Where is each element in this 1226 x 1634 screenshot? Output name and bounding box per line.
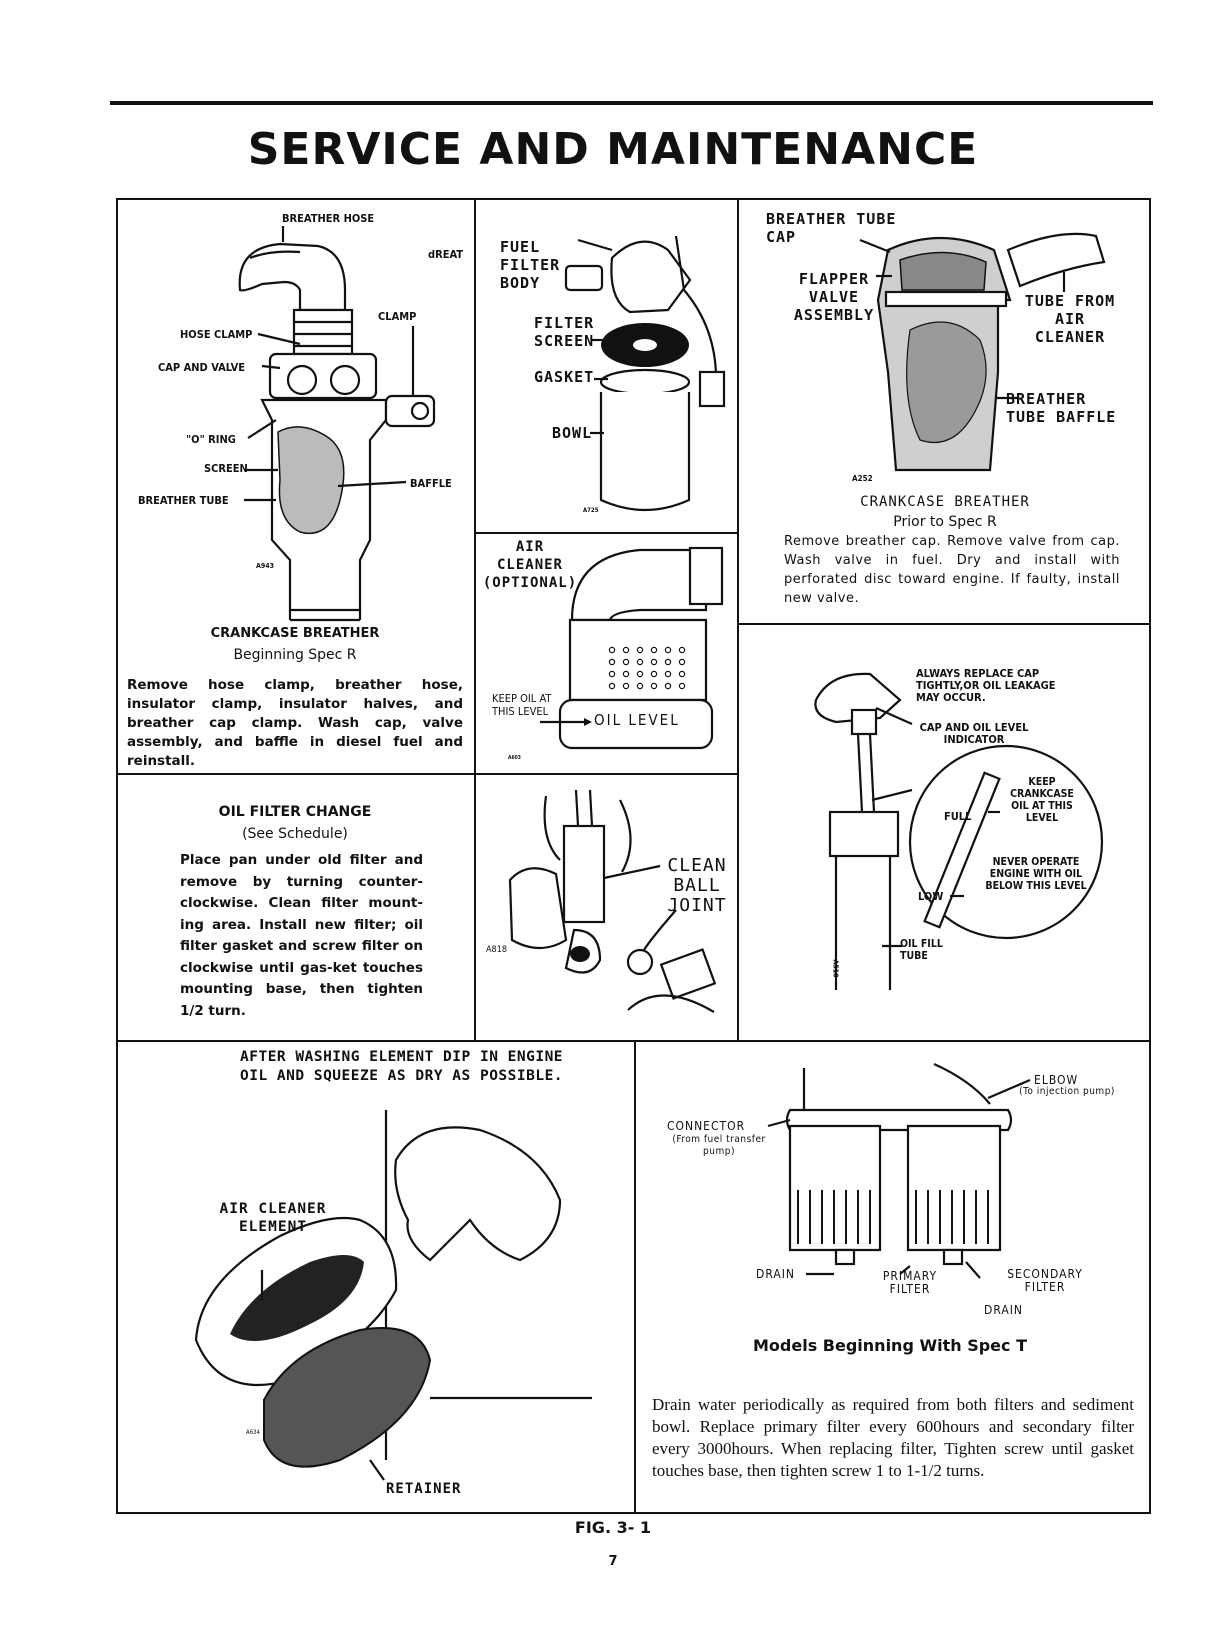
- grid-line: [737, 198, 739, 1042]
- fuel-filters-caption: Models Beginning With Spec T: [753, 1336, 1027, 1355]
- label-connector-sub: (From fuel transfer pump): [672, 1134, 766, 1157]
- label-cap-and-oil-level-indicator: CAP AND OIL LEVEL INDICATOR: [919, 721, 1029, 746]
- figure-code: A603: [508, 755, 521, 761]
- top-rule: [110, 101, 1153, 105]
- label-bowl: BOWL: [552, 424, 593, 442]
- label-gasket: GASKET: [534, 368, 595, 386]
- label-always-replace-cap: ALWAYS REPLACE CAP TIGHTLY,OR OIL LEAKAG…: [916, 667, 1056, 704]
- label-connector: CONNECTOR: [667, 1119, 746, 1133]
- figure-label: FIG. 3- 1: [574, 1518, 652, 1537]
- figure-frame: [116, 198, 1151, 1514]
- label-breather-tube-cap: BREATHER TUBE CAP: [766, 210, 897, 246]
- oil-filter-text: Place pan under old filter and remove by…: [180, 852, 423, 1019]
- label-full: FULL: [944, 810, 972, 823]
- label-drain-left: DRAIN: [756, 1267, 795, 1281]
- label-screen: SCREEN: [204, 462, 248, 475]
- label-dreat: dREAT: [428, 248, 464, 261]
- label-drain-right: DRAIN: [984, 1303, 1023, 1317]
- label-air-cleaner-optional: AIR CLEANER (OPTIONAL): [482, 539, 578, 591]
- grid-line: [737, 623, 1151, 625]
- caption-sub: Prior to Spec R: [893, 514, 997, 530]
- label-breather-tube: BREATHER TUBE: [138, 494, 229, 507]
- caption-sub: Beginning Spec R: [233, 647, 357, 663]
- oil-filter-title: OIL FILTER CHANGE: [218, 804, 372, 820]
- figure-code: A634: [246, 1429, 260, 1436]
- figure-code: A818: [486, 945, 507, 955]
- label-flapper-valve: FLAPPER VALVE ASSEMBLY: [793, 270, 875, 324]
- label-clean-ball-joint: CLEAN BALL JOINT: [667, 855, 727, 916]
- grid-line: [474, 198, 476, 1042]
- page-title: SERVICE AND MAINTENANCE: [247, 124, 979, 175]
- label-low: LOW: [918, 890, 944, 903]
- element-instruction: AFTER WASHING ELEMENT DIP IN ENGINE OIL …: [240, 1049, 564, 1084]
- label-clamp: CLAMP: [378, 310, 417, 323]
- label-cap-and-valve: CAP AND VALVE: [158, 361, 246, 374]
- label-elbow-sub: (To injection pump): [1019, 1086, 1115, 1097]
- label-secondary-filter: SECONDARY FILTER: [1007, 1267, 1083, 1294]
- label-tube-from-air-cleaner: TUBE FROM AIR CLEANER: [1024, 292, 1116, 346]
- page-number: 7: [608, 1554, 618, 1569]
- label-elbow: ELBOW: [1034, 1073, 1079, 1087]
- label-oil-fill-tube: OIL FILL TUBE: [900, 938, 943, 962]
- caption-title: CRANKCASE BREATHER: [860, 494, 1030, 510]
- label-air-cleaner-element: AIR CLEANER ELEMENT: [219, 1201, 327, 1235]
- instruction-text: Remove hose clamp, breather hose, insula…: [127, 677, 463, 769]
- label-baffle: BAFFLE: [410, 477, 452, 490]
- figure-code: A943: [256, 562, 275, 570]
- label-breather-tube-baffle: BREATHER TUBE BAFFLE: [1006, 390, 1117, 426]
- figure-code: A252: [852, 474, 873, 483]
- label-hose-clamp: HOSE CLAMP: [180, 328, 253, 341]
- label-oil-level: OIL LEVEL: [594, 711, 680, 729]
- label-retainer: RETAINER: [386, 1481, 462, 1497]
- label-keep-oil: KEEP OIL AT THIS LEVEL: [492, 692, 552, 718]
- grid-line: [474, 532, 738, 534]
- caption-title: CRANKCASE BREATHER: [210, 626, 380, 641]
- label-primary-filter: PRIMARY FILTER: [882, 1269, 938, 1296]
- grid-line: [634, 1040, 636, 1514]
- grid-line: [116, 773, 738, 775]
- instruction-text: Remove breather cap. Remove valve from c…: [784, 534, 1120, 606]
- fuel-filters-text: Drain water periodically as required fro…: [652, 1395, 1134, 1480]
- label-never-operate: NEVER OPERATE ENGINE WITH OIL BELOW THIS…: [985, 856, 1087, 892]
- label-o-ring: "O" RING: [186, 433, 236, 446]
- oil-filter-sub: (See Schedule): [242, 826, 348, 842]
- label-keep-crankcase-oil: KEEP CRANKCASE OIL AT THIS LEVEL: [1010, 776, 1074, 824]
- grid-line: [116, 1040, 1151, 1042]
- figure-code: A725: [583, 507, 599, 514]
- label-breather-hose: BREATHER HOSE: [282, 212, 375, 225]
- label-filter-screen: FILTER SCREEN: [534, 314, 595, 350]
- label-fuel-filter-body: FUEL FILTER BODY: [500, 238, 561, 292]
